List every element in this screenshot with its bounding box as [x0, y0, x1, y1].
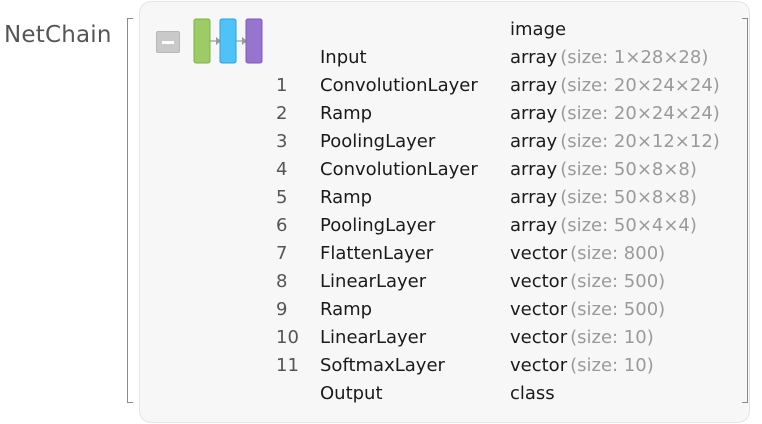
layer-output-size: (size: 50×8×8) — [560, 159, 697, 180]
layer-output-size: (size: 800) — [570, 243, 666, 264]
layer-number: 6 — [276, 215, 288, 236]
layer-output-type: array — [510, 47, 558, 68]
layer-chain-icon — [192, 18, 264, 64]
layer-name: LinearLayer — [320, 327, 427, 348]
left-bracket — [127, 18, 133, 403]
collapse-button[interactable] — [156, 31, 180, 53]
layer-number: 11 — [276, 355, 299, 376]
netchain-head-label: NetChain — [4, 22, 112, 48]
layer-name: PoolingLayer — [320, 131, 436, 152]
layer-output-type: array — [510, 187, 558, 208]
layer-output-size: (size: 500) — [570, 299, 666, 320]
arrow-icon — [242, 37, 247, 45]
layer-name: Ramp — [320, 299, 373, 320]
layer-output-size: (size: 20×24×24) — [560, 75, 720, 96]
layer-number: 7 — [276, 243, 288, 264]
layer-output-type: class — [510, 383, 555, 404]
layer-output-type: vector — [510, 271, 568, 292]
layer-number: 3 — [276, 131, 288, 152]
layer-name: Output — [320, 383, 383, 404]
layer-block-icon — [219, 18, 237, 64]
layer-output-type: array — [510, 159, 558, 180]
netchain-panel — [139, 1, 750, 423]
right-bracket — [742, 18, 748, 403]
layer-output-size: (size: 20×24×24) — [560, 103, 720, 124]
layer-name: Ramp — [320, 103, 373, 124]
layer-name: SoftmaxLayer — [320, 355, 445, 376]
layer-output-size: (size: 10) — [570, 327, 654, 348]
layer-number: 8 — [276, 271, 288, 292]
layer-number: 9 — [276, 299, 288, 320]
layer-output-type: array — [510, 215, 558, 236]
layer-block-icon — [245, 18, 263, 64]
layer-block-icon — [193, 18, 211, 64]
minus-icon — [162, 41, 174, 44]
layer-number: 5 — [276, 187, 288, 208]
header-type: image — [510, 19, 567, 40]
layer-name: FlattenLayer — [320, 243, 434, 264]
layer-output-size: (size: 1×28×28) — [560, 47, 709, 68]
layer-number: 10 — [276, 327, 299, 348]
layer-output-type: vector — [510, 355, 568, 376]
layer-name: ConvolutionLayer — [320, 159, 478, 180]
arrow-icon — [216, 37, 221, 45]
layer-output-type: vector — [510, 299, 568, 320]
layer-name: PoolingLayer — [320, 215, 436, 236]
layer-output-size: (size: 50×8×8) — [560, 187, 697, 208]
layer-number: 1 — [276, 75, 288, 96]
layer-name: ConvolutionLayer — [320, 75, 478, 96]
layer-output-type: vector — [510, 243, 568, 264]
layer-output-type: array — [510, 75, 558, 96]
layer-name: Ramp — [320, 187, 373, 208]
layer-name: Input — [320, 47, 367, 68]
layer-output-size: (size: 10) — [570, 355, 654, 376]
layer-number: 4 — [276, 159, 288, 180]
layer-number: 2 — [276, 103, 288, 124]
layer-output-size: (size: 50×4×4) — [560, 215, 697, 236]
layer-name: LinearLayer — [320, 271, 427, 292]
layer-output-size: (size: 20×12×12) — [560, 131, 720, 152]
layer-output-type: vector — [510, 327, 568, 348]
layer-output-size: (size: 500) — [570, 271, 666, 292]
layer-output-type: array — [510, 103, 558, 124]
layer-output-type: array — [510, 131, 558, 152]
